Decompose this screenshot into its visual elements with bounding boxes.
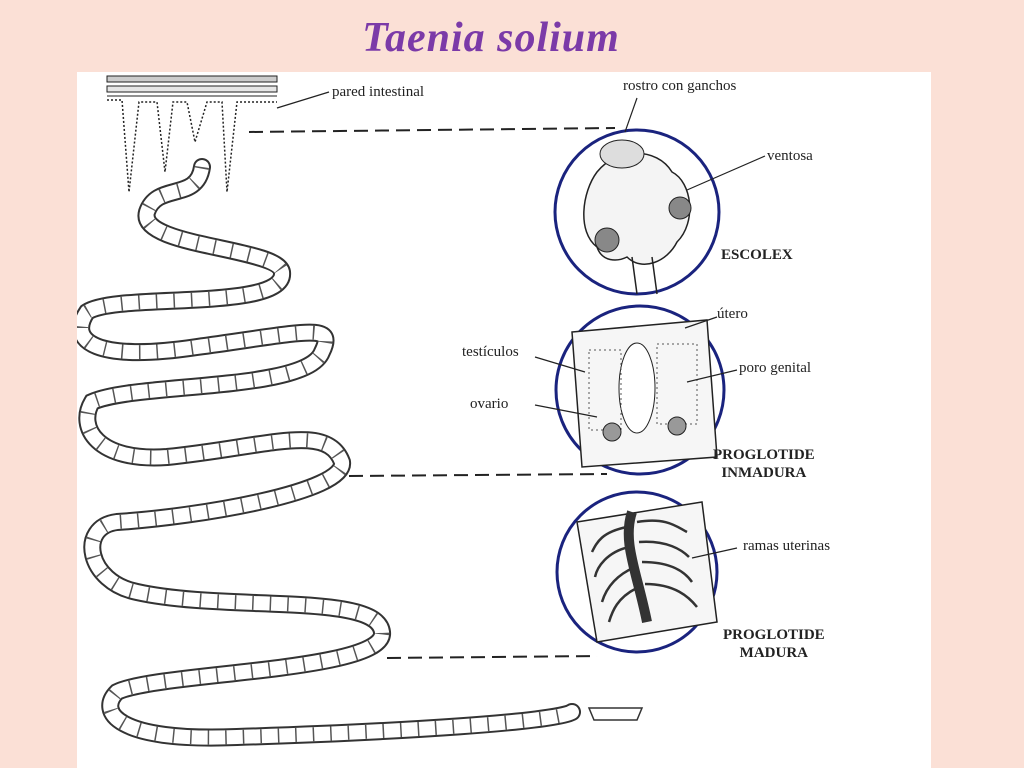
connector-lines	[248, 127, 616, 659]
label-ventosa: ventosa	[767, 148, 813, 164]
label-proglotide-inmadura-line2: INMADURA	[721, 465, 807, 481]
label-proglotide-inmadura: PROGLOTIDE INMADURA	[713, 446, 815, 482]
diagram-panel: pared intestinal rostro con ganchos vent…	[77, 72, 931, 768]
tapeworm-illustration	[77, 75, 766, 747]
label-escolex: ESCOLEX	[721, 247, 793, 263]
label-proglotide-madura-line2: MADURA	[739, 645, 808, 661]
proglotide-madura-circle	[555, 490, 738, 654]
escolex-circle	[553, 97, 766, 296]
label-proglotide-madura: PROGLOTIDE MADURA	[723, 626, 825, 662]
proglotide-inmadura-circle	[534, 304, 738, 476]
label-proglotide-madura-line1: PROGLOTIDE	[723, 627, 825, 643]
tapeworm-body	[77, 158, 644, 747]
label-ovario: ovario	[470, 396, 509, 412]
label-proglotide-inmadura-line1: PROGLOTIDE	[713, 447, 815, 463]
label-utero: útero	[717, 306, 748, 322]
label-poro-genital: poro genital	[739, 360, 812, 376]
label-testiculos: testículos	[462, 344, 519, 360]
label-pared-intestinal: pared intestinal	[332, 84, 425, 100]
page-title: Taenia solium	[362, 15, 620, 61]
intestinal-wall	[106, 75, 278, 193]
label-ramas-uterinas: ramas uterinas	[743, 538, 831, 554]
label-rostro: rostro con ganchos	[623, 78, 737, 94]
